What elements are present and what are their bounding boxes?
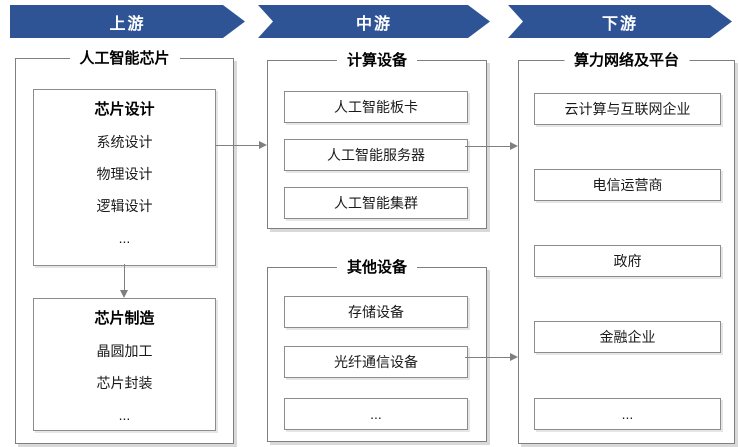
node-label: 云计算与互联网企业 — [564, 101, 691, 117]
group-other-equipment-title: 其他设备 — [336, 258, 418, 278]
node-fiber-communication-equipment: 光纤通信设备 — [284, 346, 468, 378]
ellipsis-item: ... — [118, 230, 131, 246]
banner-downstream: 下游 — [508, 5, 732, 38]
node-label: 人工智能集群 — [334, 195, 418, 211]
group-computing-equipment: 计算设备 人工智能板卡 人工智能服务器 人工智能集群 — [267, 51, 487, 229]
node-financial-enterprises: 金融企业 — [534, 321, 721, 353]
ellipsis-item: ... — [370, 406, 382, 422]
banner-upstream-label: 上游 — [109, 15, 146, 33]
arrow-computing-to-downstream — [465, 142, 518, 150]
node-label: 人工智能板卡 — [334, 99, 418, 115]
banner-midstream: 中游 — [258, 5, 490, 38]
group-ai-chips-title: 人工智能芯片 — [69, 49, 180, 69]
group-computing-equipment-title: 计算设备 — [336, 51, 418, 71]
arrow-other-to-downstream — [465, 353, 518, 361]
node-label: 金融企业 — [599, 329, 656, 345]
node-storage-equipment: 存储设备 — [284, 296, 468, 328]
list-item: 物理设计 — [96, 166, 153, 182]
banner-midstream-label: 中游 — [355, 15, 392, 33]
ellipsis-item: ... — [118, 407, 131, 423]
banner-upstream: 上游 — [10, 5, 245, 38]
arrow-upstream-to-midstream — [215, 141, 267, 149]
group-computing-network-platform: 算力网络及平台 云计算与互联网企业 电信运营商 政府 金融企业 ... — [518, 51, 735, 444]
group-computing-network-platform-title: 算力网络及平台 — [563, 51, 690, 71]
node-ai-cluster: 人工智能集群 — [284, 187, 468, 219]
list-item: 系统设计 — [96, 134, 153, 150]
node-label: 政府 — [613, 253, 642, 269]
banner-downstream-label: 下游 — [601, 15, 638, 33]
node-cloud-internet-enterprises: 云计算与互联网企业 — [534, 93, 721, 125]
box-chip-design: 芯片设计 系统设计 物理设计 逻辑设计 ... — [33, 89, 216, 266]
group-ai-chips: 人工智能芯片 芯片设计 系统设计 物理设计 逻辑设计 ... 芯片制造 晶圆加工… — [15, 49, 234, 444]
list-item: 逻辑设计 — [96, 198, 153, 214]
node-downstream-ellipsis: ... — [534, 398, 721, 430]
group-other-equipment: 其他设备 存储设备 光纤通信设备 ... — [267, 258, 487, 442]
node-label: 电信运营商 — [592, 177, 663, 193]
node-government: 政府 — [534, 245, 721, 277]
chip-manufacture-title: 芯片制造 — [94, 310, 155, 327]
box-chip-manufacture: 芯片制造 晶圆加工 芯片封装 ... — [33, 298, 216, 431]
node-ai-board-card: 人工智能板卡 — [284, 91, 468, 123]
node-other-ellipsis: ... — [284, 398, 468, 430]
list-item: 晶圆加工 — [96, 343, 153, 359]
node-telecom-operators: 电信运营商 — [534, 169, 721, 201]
list-item: 芯片封装 — [96, 375, 153, 391]
node-label: 光纤通信设备 — [334, 354, 418, 370]
ellipsis-item: ... — [621, 406, 634, 422]
arrow-design-to-manufacture — [120, 264, 128, 298]
node-label: 存储设备 — [348, 304, 404, 320]
node-label: 人工智能服务器 — [327, 147, 425, 163]
node-ai-server: 人工智能服务器 — [284, 139, 468, 171]
chip-design-title: 芯片设计 — [94, 101, 155, 118]
